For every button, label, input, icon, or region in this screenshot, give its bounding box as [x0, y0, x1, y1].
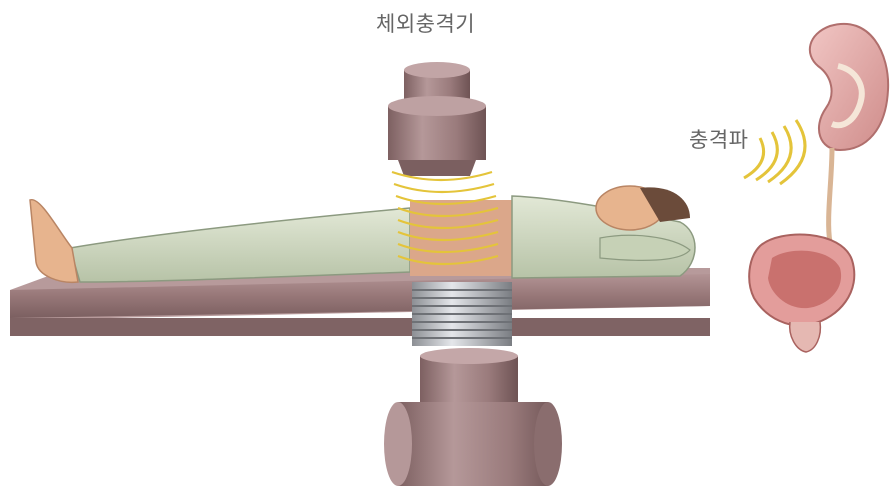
- shockwave-device-upper: [388, 62, 486, 176]
- shockwave-arcs: [744, 120, 805, 184]
- kidney-illustration: [810, 24, 888, 242]
- shockwave-device-lower: [384, 348, 562, 486]
- shockwave-label: 충격파: [689, 124, 748, 154]
- coil-spring: [412, 282, 512, 346]
- device-label: 체외충격기: [376, 8, 475, 38]
- patient: [30, 186, 695, 282]
- bladder-illustration: [749, 234, 854, 352]
